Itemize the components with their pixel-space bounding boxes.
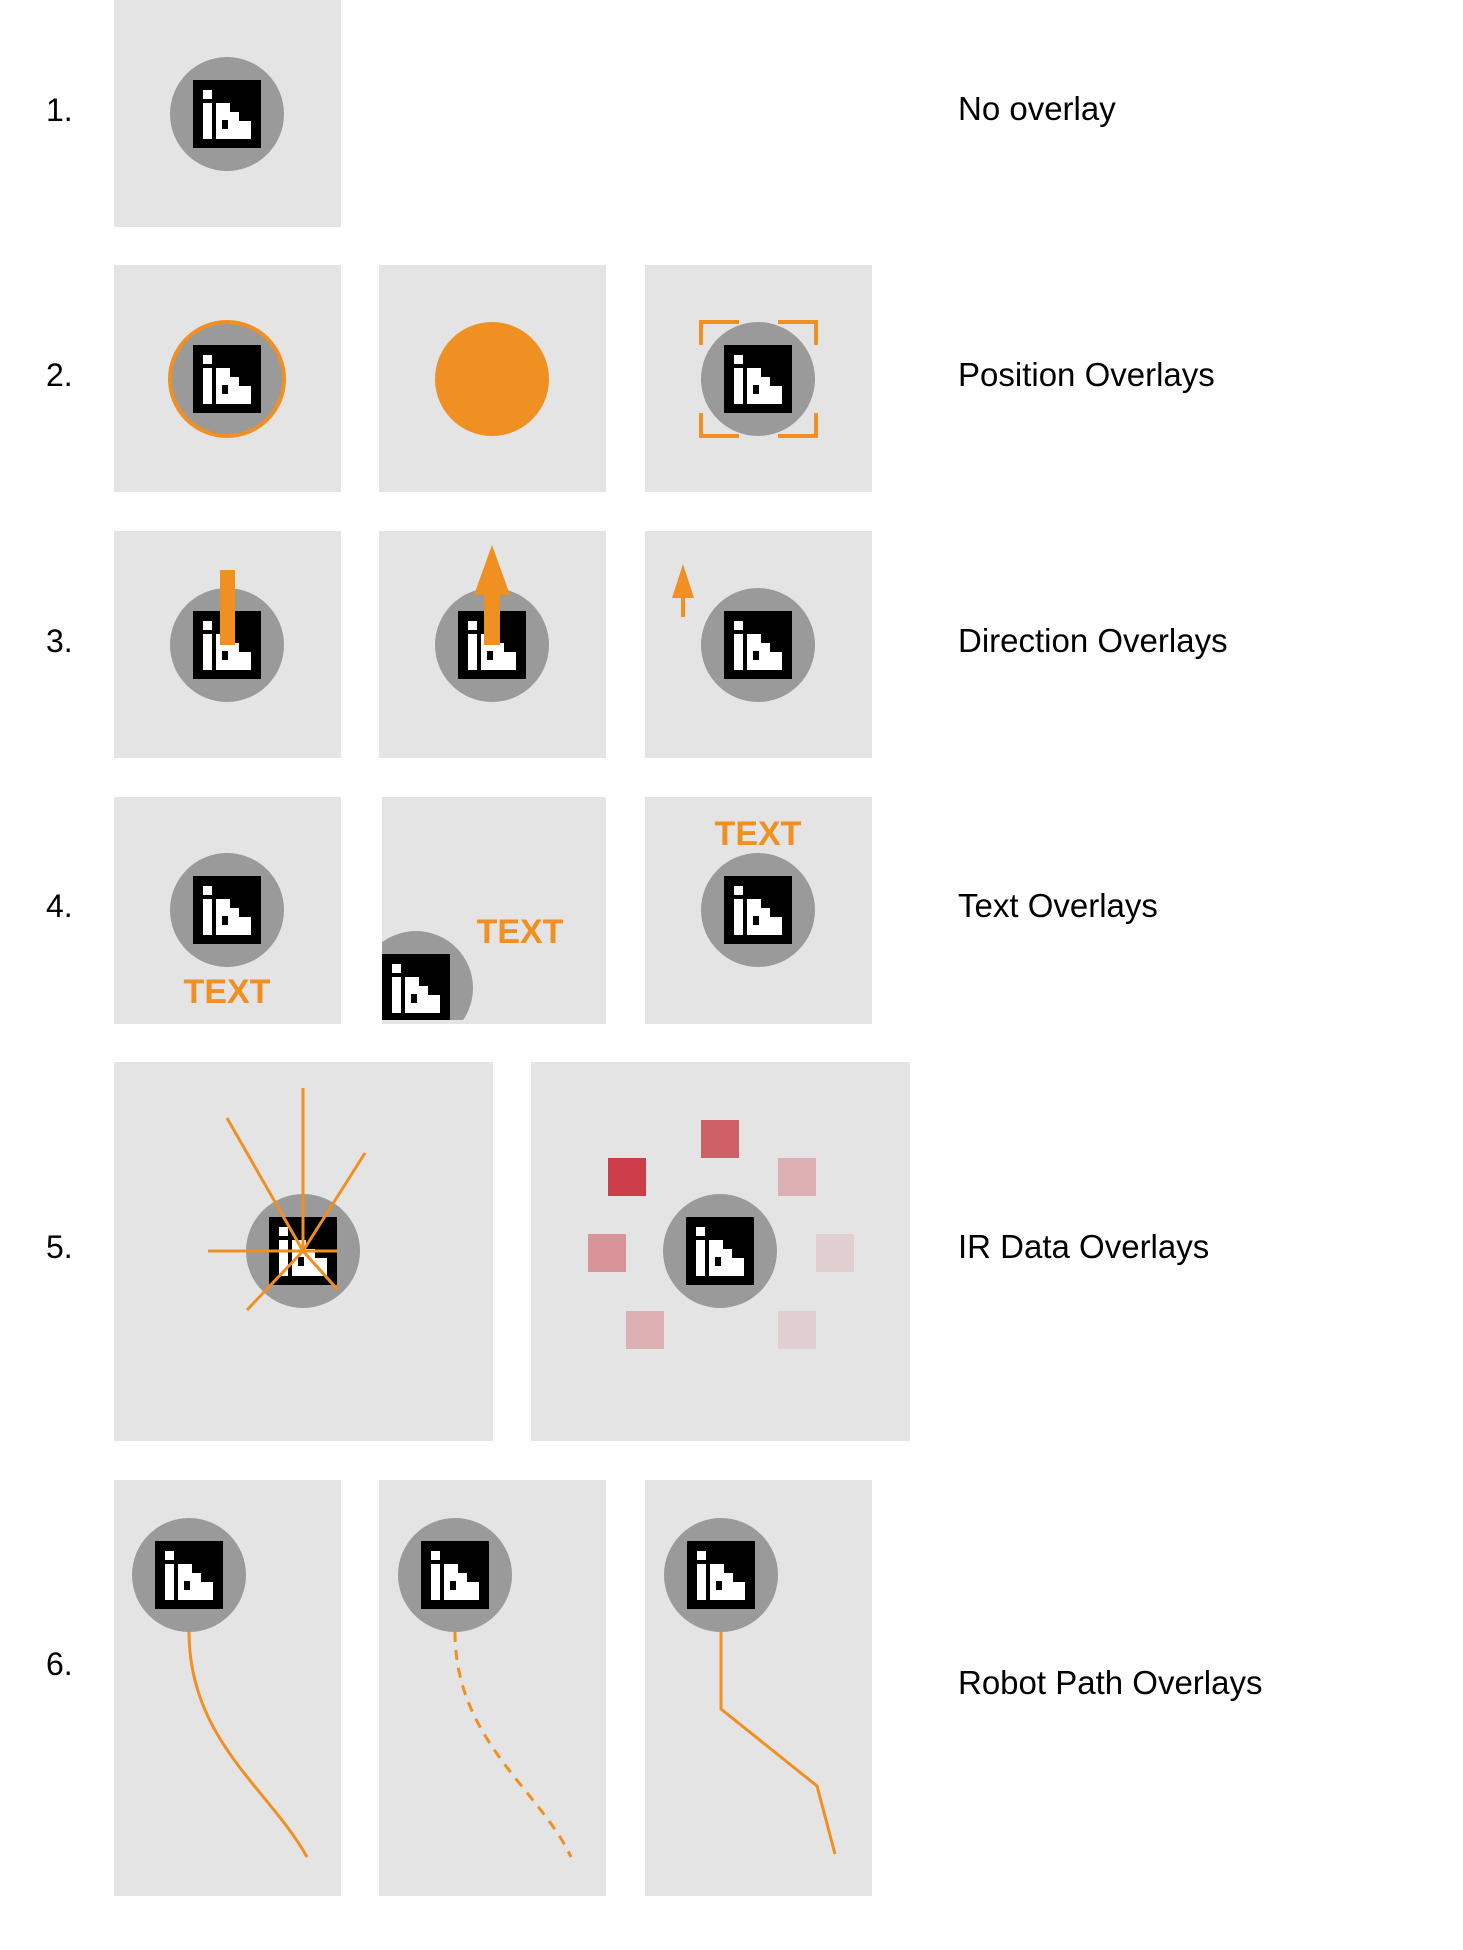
overlay-text-below: TEXT bbox=[184, 973, 271, 1011]
direction-bar-overlay bbox=[220, 570, 235, 645]
ir-sensor-square bbox=[778, 1311, 816, 1349]
robot-marker-icon bbox=[701, 322, 815, 436]
ir-ray-overlay bbox=[208, 1088, 367, 1312]
outline-ring-overlay bbox=[168, 320, 286, 438]
row-caption: No overlay bbox=[958, 90, 1116, 127]
robot-marker-icon bbox=[701, 853, 815, 967]
row-number: 1. bbox=[46, 92, 73, 128]
robot-marker-icon bbox=[701, 588, 815, 702]
ir-squares-overlay bbox=[588, 1120, 854, 1349]
overlay-text-side: TEXT bbox=[477, 913, 564, 951]
ir-sensor-square bbox=[626, 1311, 664, 1349]
row-4: 4. TEXT TEXT TEXT Text Overlays bbox=[46, 797, 1158, 1045]
row-number: 2. bbox=[46, 357, 73, 393]
robot-marker-icon bbox=[170, 853, 284, 967]
corner-brackets-overlay bbox=[699, 320, 818, 438]
row-3: 3. Direction Overlays bbox=[46, 531, 1228, 758]
row-number: 4. bbox=[46, 888, 73, 924]
row-number: 3. bbox=[46, 623, 73, 659]
robot-marker-icon bbox=[664, 1518, 778, 1632]
small-arrow-overlay bbox=[672, 564, 694, 617]
direction-arrow-overlay bbox=[474, 545, 510, 645]
row-number: 5. bbox=[46, 1229, 73, 1265]
row-5: 5. IR Data Overlays bbox=[46, 1062, 1209, 1441]
row-caption: IR Data Overlays bbox=[958, 1228, 1209, 1265]
robot-marker-icon bbox=[398, 1518, 512, 1632]
segmented-path-overlay bbox=[719, 1632, 837, 1855]
robot-marker-icon bbox=[132, 1518, 246, 1632]
row-6: 6. Robot Path Overlays bbox=[46, 1480, 1262, 1896]
solid-curve-path-overlay bbox=[187, 1631, 309, 1858]
robot-marker-icon bbox=[170, 57, 284, 171]
ir-sensor-square bbox=[588, 1234, 626, 1272]
ir-sensor-square bbox=[701, 1120, 739, 1158]
ir-sensor-square bbox=[816, 1234, 854, 1272]
row-caption: Direction Overlays bbox=[958, 622, 1228, 659]
ir-sensor-square bbox=[778, 1158, 816, 1196]
row-number: 6. bbox=[46, 1646, 73, 1682]
row-1: 1. No overlay bbox=[46, 0, 1116, 227]
dashed-curve-path-overlay bbox=[453, 1631, 573, 1858]
row-caption: Text Overlays bbox=[958, 887, 1158, 924]
row-caption: Robot Path Overlays bbox=[958, 1664, 1262, 1701]
row-caption: Position Overlays bbox=[958, 356, 1215, 393]
robot-marker-icon bbox=[359, 931, 473, 1045]
robot-marker-icon bbox=[663, 1194, 777, 1308]
filled-dot-overlay bbox=[435, 322, 549, 436]
row-2: 2. Position Overlays bbox=[46, 265, 1215, 492]
ir-sensor-square bbox=[608, 1158, 646, 1196]
overlay-text-above: TEXT bbox=[715, 815, 802, 853]
